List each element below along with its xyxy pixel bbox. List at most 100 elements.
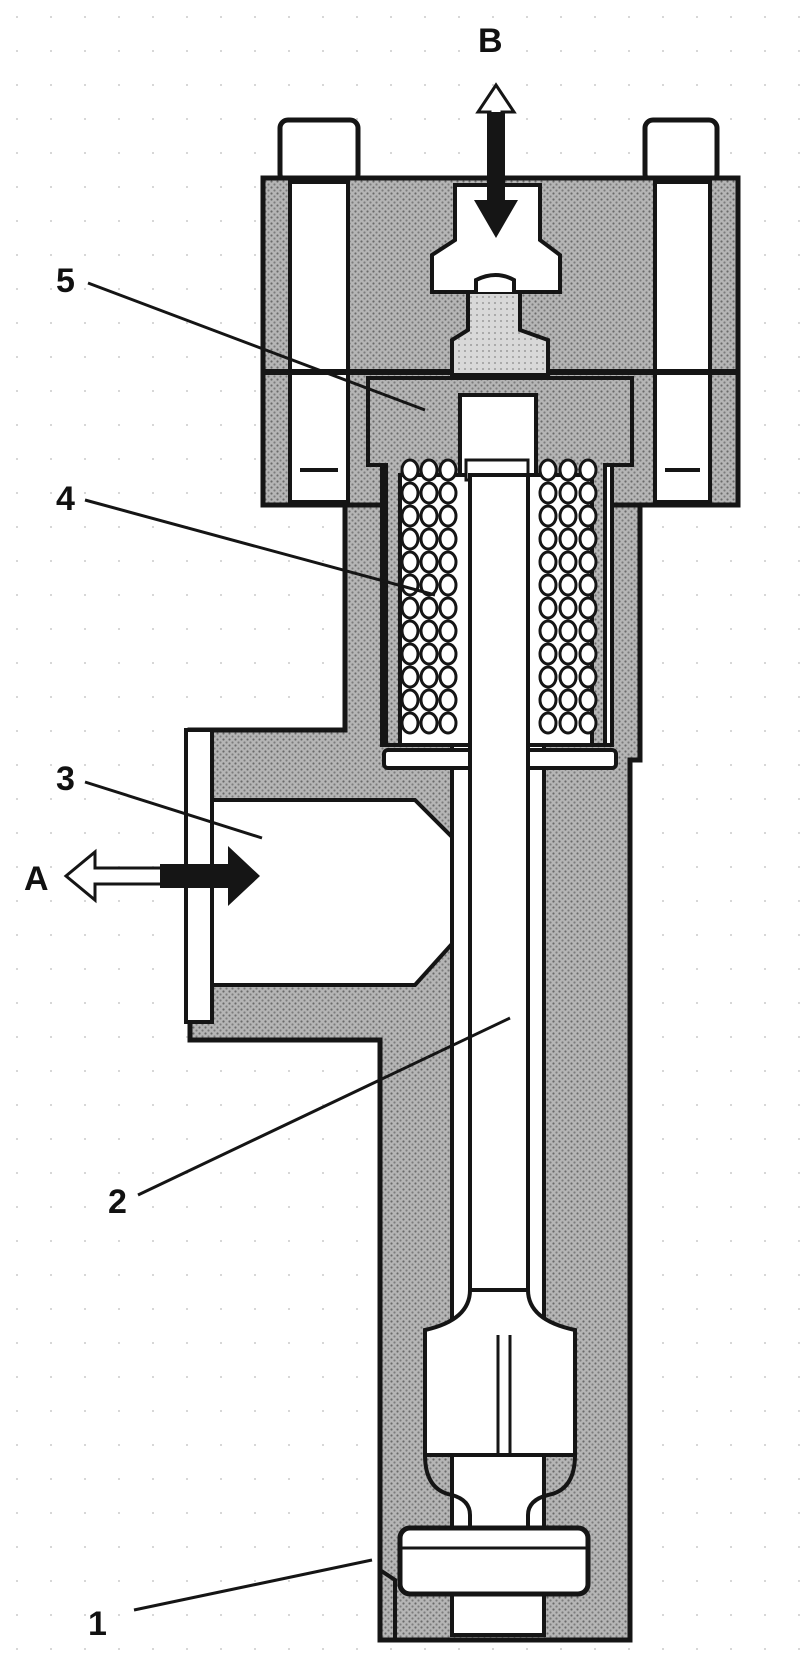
spring-coil <box>400 573 420 597</box>
spring-coil <box>438 711 458 735</box>
spring-coil <box>538 711 558 735</box>
spring-coil <box>538 665 558 689</box>
spring-coil <box>538 458 558 482</box>
spring-coil <box>419 527 439 551</box>
spring-coil <box>419 619 439 643</box>
spring-coil <box>419 481 439 505</box>
part-1-label: 1 <box>88 1605 107 1643</box>
spring-coil <box>558 504 578 528</box>
part-3-label: 3 <box>56 760 75 798</box>
spring-coil <box>400 688 420 712</box>
spring-coil <box>400 619 420 643</box>
part-2-label: 2 <box>108 1183 127 1221</box>
port-a-label: A <box>24 860 49 898</box>
spring-coil <box>558 527 578 551</box>
spring-coil <box>438 688 458 712</box>
spring-coil <box>438 504 458 528</box>
spring-coil <box>400 711 420 735</box>
spring-coil <box>400 596 420 620</box>
leader-5 <box>87 281 426 412</box>
spring-coil <box>438 458 458 482</box>
spring-coil <box>419 573 439 597</box>
spring-coil <box>419 711 439 735</box>
spring-coil <box>419 665 439 689</box>
spring-coil <box>578 596 598 620</box>
pilot-seat <box>450 290 550 377</box>
spring-coil <box>558 619 578 643</box>
spring-coil <box>419 688 439 712</box>
spring-coil <box>400 550 420 574</box>
right-bolt-shank <box>653 180 712 504</box>
spring-coil <box>578 550 598 574</box>
spring-coil <box>419 596 439 620</box>
leader-2 <box>137 1016 511 1197</box>
port-b-label: B <box>478 22 503 60</box>
side-chamber <box>210 798 462 987</box>
spring-coil <box>400 527 420 551</box>
right-bolt-head <box>642 117 720 185</box>
spring-coil <box>438 527 458 551</box>
arrow-a <box>63 846 260 906</box>
spring-coil <box>438 619 458 643</box>
spring-coil <box>578 665 598 689</box>
leader-4 <box>84 498 436 597</box>
spring-coil <box>558 481 578 505</box>
spring-coil <box>558 642 578 666</box>
spring-coil <box>438 665 458 689</box>
spring-coil <box>438 642 458 666</box>
spring-coil <box>400 481 420 505</box>
spring-coil <box>558 458 578 482</box>
spring-coil <box>538 550 558 574</box>
spring-coil <box>558 596 578 620</box>
leader-1 <box>133 1558 373 1612</box>
spring-coil <box>419 550 439 574</box>
spring-coil <box>538 642 558 666</box>
spring-coil <box>578 504 598 528</box>
spring-coil <box>400 458 420 482</box>
spring-coil <box>538 596 558 620</box>
spring-coil <box>558 573 578 597</box>
arrow-b <box>474 82 518 238</box>
left-bolt-shank <box>288 180 350 504</box>
bottom-seat-disc <box>397 1525 591 1597</box>
spring-coil <box>578 619 598 643</box>
spring-coil <box>438 550 458 574</box>
spring-coil <box>538 504 558 528</box>
outlet-bore <box>430 183 562 294</box>
spring-coil <box>400 504 420 528</box>
spring-coil <box>438 596 458 620</box>
spring-coil <box>578 573 598 597</box>
spring-coil <box>578 642 598 666</box>
part-4-label: 4 <box>56 480 75 518</box>
spring-coil <box>558 550 578 574</box>
spring-coil <box>538 619 558 643</box>
spring-coil <box>438 481 458 505</box>
spring-coil <box>578 481 598 505</box>
spring-coil <box>419 458 439 482</box>
left-bolt-head <box>277 117 361 185</box>
leader-3 <box>84 780 263 840</box>
spring-coil <box>558 711 578 735</box>
arrow-a-hollow-left <box>63 848 177 904</box>
spring-coil <box>538 481 558 505</box>
spring-coil <box>419 642 439 666</box>
spring-coil <box>400 642 420 666</box>
arrow-b-solid-down <box>474 112 518 238</box>
arrow-a-solid-right <box>160 846 260 906</box>
spring-coil <box>419 504 439 528</box>
spring-coil <box>538 573 558 597</box>
spring <box>400 458 598 735</box>
spring-coil <box>578 458 598 482</box>
spring-coil <box>578 688 598 712</box>
spring-coil <box>538 527 558 551</box>
spring-coil <box>578 527 598 551</box>
spring-coil <box>400 665 420 689</box>
part-5-label: 5 <box>56 262 75 300</box>
spring-coil <box>438 573 458 597</box>
spring-coil <box>558 665 578 689</box>
valve-stem <box>397 393 591 1597</box>
spring-coil <box>558 688 578 712</box>
spring-coil <box>578 711 598 735</box>
